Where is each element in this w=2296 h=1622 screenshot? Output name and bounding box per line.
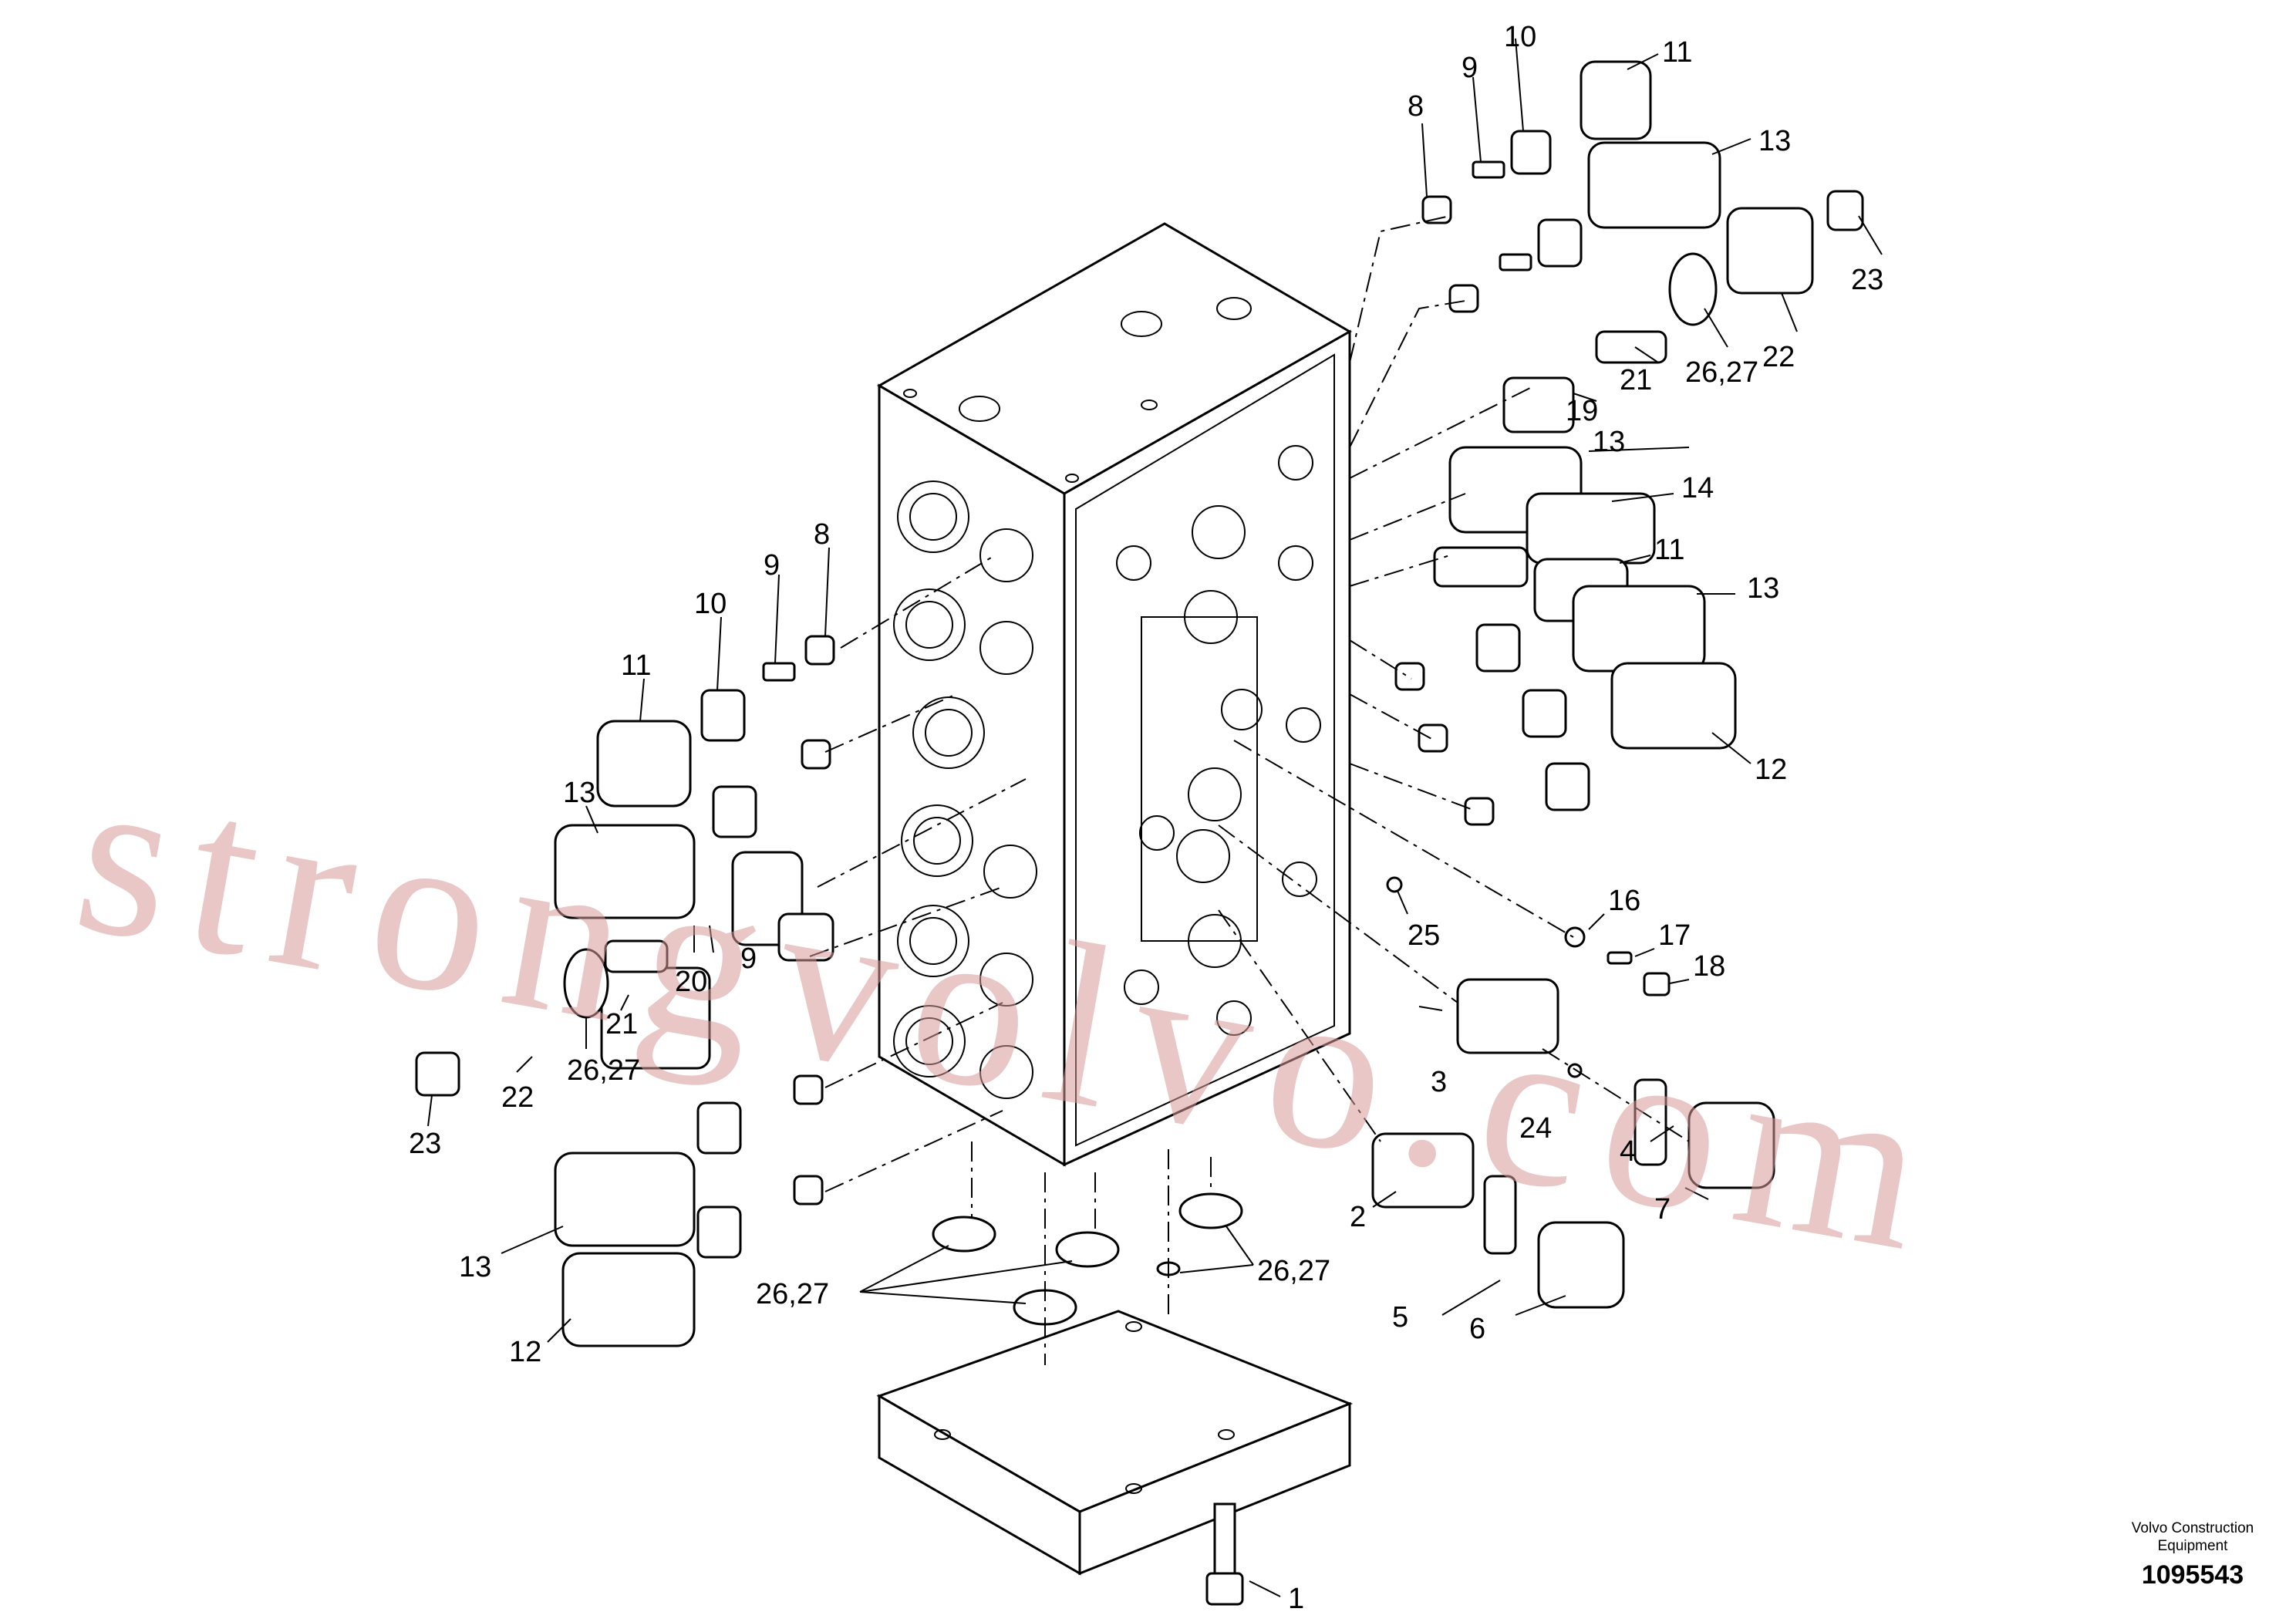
callout-21b: 21 — [605, 1008, 638, 1040]
callout-8b: 8 — [814, 518, 830, 551]
callout-11a: 11 — [1662, 36, 1692, 69]
callout-27a: 26,27 — [1685, 356, 1758, 389]
callout-19: 19 — [1566, 395, 1598, 427]
callout-13b: 13 — [1593, 426, 1625, 458]
callout-3: 3 — [1431, 1066, 1447, 1098]
callout-23a: 23 — [1851, 264, 1883, 296]
lower-right-valve-parts — [1371, 876, 1775, 1309]
callout-13c: 13 — [1747, 572, 1779, 605]
callout-1: 1 — [1288, 1583, 1304, 1615]
callout-25: 25 — [1408, 919, 1440, 952]
callout-10a: 10 — [1504, 21, 1536, 53]
callout-10b: 10 — [694, 588, 727, 620]
valve-block — [876, 222, 1353, 1167]
leader-lines — [427, 38, 1883, 1597]
callout-labels: 1 2 3 4 5 6 7 8 9 10 11 13 23 22 26,27 2… — [409, 21, 1883, 1615]
callout-11c: 11 — [621, 649, 651, 682]
callout-13e: 13 — [459, 1251, 491, 1283]
callout-27b: 26,27 — [567, 1054, 640, 1087]
callout-22a: 22 — [1762, 341, 1795, 373]
callout-14: 14 — [1681, 472, 1714, 504]
brand-line-1: Volvo Construction — [2132, 1520, 2254, 1536]
callout-7: 7 — [1654, 1193, 1671, 1226]
callout-6: 6 — [1469, 1313, 1485, 1345]
callout-13d: 13 — [563, 777, 595, 809]
callout-22b: 22 — [501, 1081, 534, 1114]
left-valve-parts — [415, 635, 835, 1347]
callout-26-27b: 26,27 — [1257, 1255, 1330, 1287]
callout-17: 17 — [1658, 919, 1691, 952]
callout-5: 5 — [1392, 1301, 1408, 1334]
callout-9c: 9 — [740, 943, 757, 975]
callout-23b: 23 — [409, 1128, 441, 1160]
upper-right-valve-parts — [1394, 60, 1864, 826]
centre-lines — [809, 215, 1690, 1365]
callout-24: 24 — [1519, 1112, 1552, 1145]
callout-12b: 12 — [509, 1336, 541, 1368]
callout-20: 20 — [675, 966, 707, 998]
callout-8a: 8 — [1408, 90, 1424, 123]
base-plate — [876, 1310, 1354, 1576]
callout-21a: 21 — [1620, 364, 1652, 396]
callout-13a: 13 — [1758, 125, 1791, 157]
callout-2: 2 — [1350, 1201, 1366, 1233]
callout-12a: 12 — [1755, 754, 1787, 786]
callout-11b: 11 — [1654, 534, 1684, 566]
o-rings — [932, 1192, 1243, 1326]
callout-9b: 9 — [764, 549, 780, 582]
callout-18: 18 — [1693, 950, 1725, 983]
callout-26-27a: 26,27 — [756, 1278, 829, 1310]
brand-line-2: Equipment — [2158, 1538, 2229, 1554]
callout-9a: 9 — [1462, 52, 1478, 84]
document-number: 1095543 — [2142, 1560, 2244, 1590]
callout-4: 4 — [1620, 1135, 1636, 1168]
callout-16: 16 — [1608, 885, 1640, 917]
bolt — [1205, 1502, 1244, 1606]
brand-block: Volvo Construction Equipment 1095543 — [2132, 1520, 2254, 1590]
